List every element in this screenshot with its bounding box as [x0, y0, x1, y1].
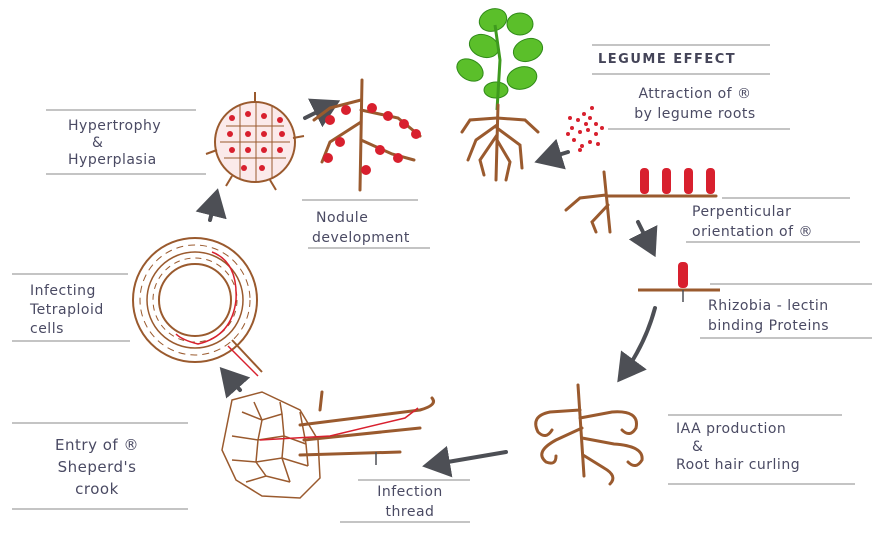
diagram-title: LEGUME EFFECT: [598, 50, 736, 70]
lectin-label: Rhizobia - lectin binding Proteins: [708, 296, 829, 336]
arrow-to-plant: [542, 152, 568, 160]
hypertrophy-line1: Hypertrophy: [68, 118, 161, 135]
arrow-to-lectin: [638, 222, 652, 250]
hypertrophy-line2: &: [68, 135, 161, 152]
entry-line1: Entry of ®: [22, 434, 172, 456]
nodule-line2: development: [312, 228, 410, 248]
arrow-to-curling: [622, 308, 655, 376]
attraction-label: Attraction of ® by legume roots: [600, 84, 790, 124]
entry-label: Entry of ® Sheperd's crook: [22, 434, 172, 500]
thread-line1: Infection: [350, 482, 470, 502]
infecting-line1: Infecting: [30, 282, 104, 301]
hypertrophy-cell-mass-icon: [206, 92, 304, 190]
attraction-line2: by legume roots: [600, 104, 790, 124]
legume-plant-icon: [453, 5, 546, 180]
entry-line2: Sheperd's: [22, 456, 172, 478]
infecting-line2: Tetraploid: [30, 301, 104, 320]
entry-line3: crook: [22, 478, 172, 500]
curling-line2: &: [676, 438, 800, 456]
attraction-line1: Attraction of ®: [600, 84, 790, 104]
nodule-development-icon: [314, 80, 421, 190]
nodule-line1: Nodule: [312, 208, 410, 228]
root-hair-curling-icon: [536, 385, 642, 484]
curling-label: IAA production & Root hair curling: [676, 420, 800, 474]
orientation-label: Perpenticular orientation of ®: [692, 202, 813, 242]
curling-line3: Root hair curling: [676, 456, 800, 474]
rhizobia-cluster-icon: [566, 106, 604, 152]
tetraploid-cells-ring-icon: [133, 238, 262, 376]
nodule-label: Nodule development: [312, 208, 410, 248]
orientation-line1: Perpenticular: [692, 202, 813, 222]
infecting-label: Infecting Tetraploid cells: [30, 282, 104, 339]
hypertrophy-label: Hypertrophy & Hyperplasia: [68, 118, 161, 169]
infecting-line3: cells: [30, 320, 104, 339]
arrow-to-infecting: [225, 373, 240, 390]
curling-line1: IAA production: [676, 420, 800, 438]
lectin-line1: Rhizobia - lectin: [708, 296, 829, 316]
orientation-line2: orientation of ®: [692, 222, 813, 242]
arrow-to-hypertrophy: [210, 196, 216, 220]
arrow-to-thread: [430, 452, 506, 465]
lectin-line2: binding Proteins: [708, 316, 829, 336]
hypertrophy-line3: Hyperplasia: [68, 152, 161, 169]
thread-line2: thread: [350, 502, 470, 522]
thread-label: Infection thread: [350, 482, 470, 522]
